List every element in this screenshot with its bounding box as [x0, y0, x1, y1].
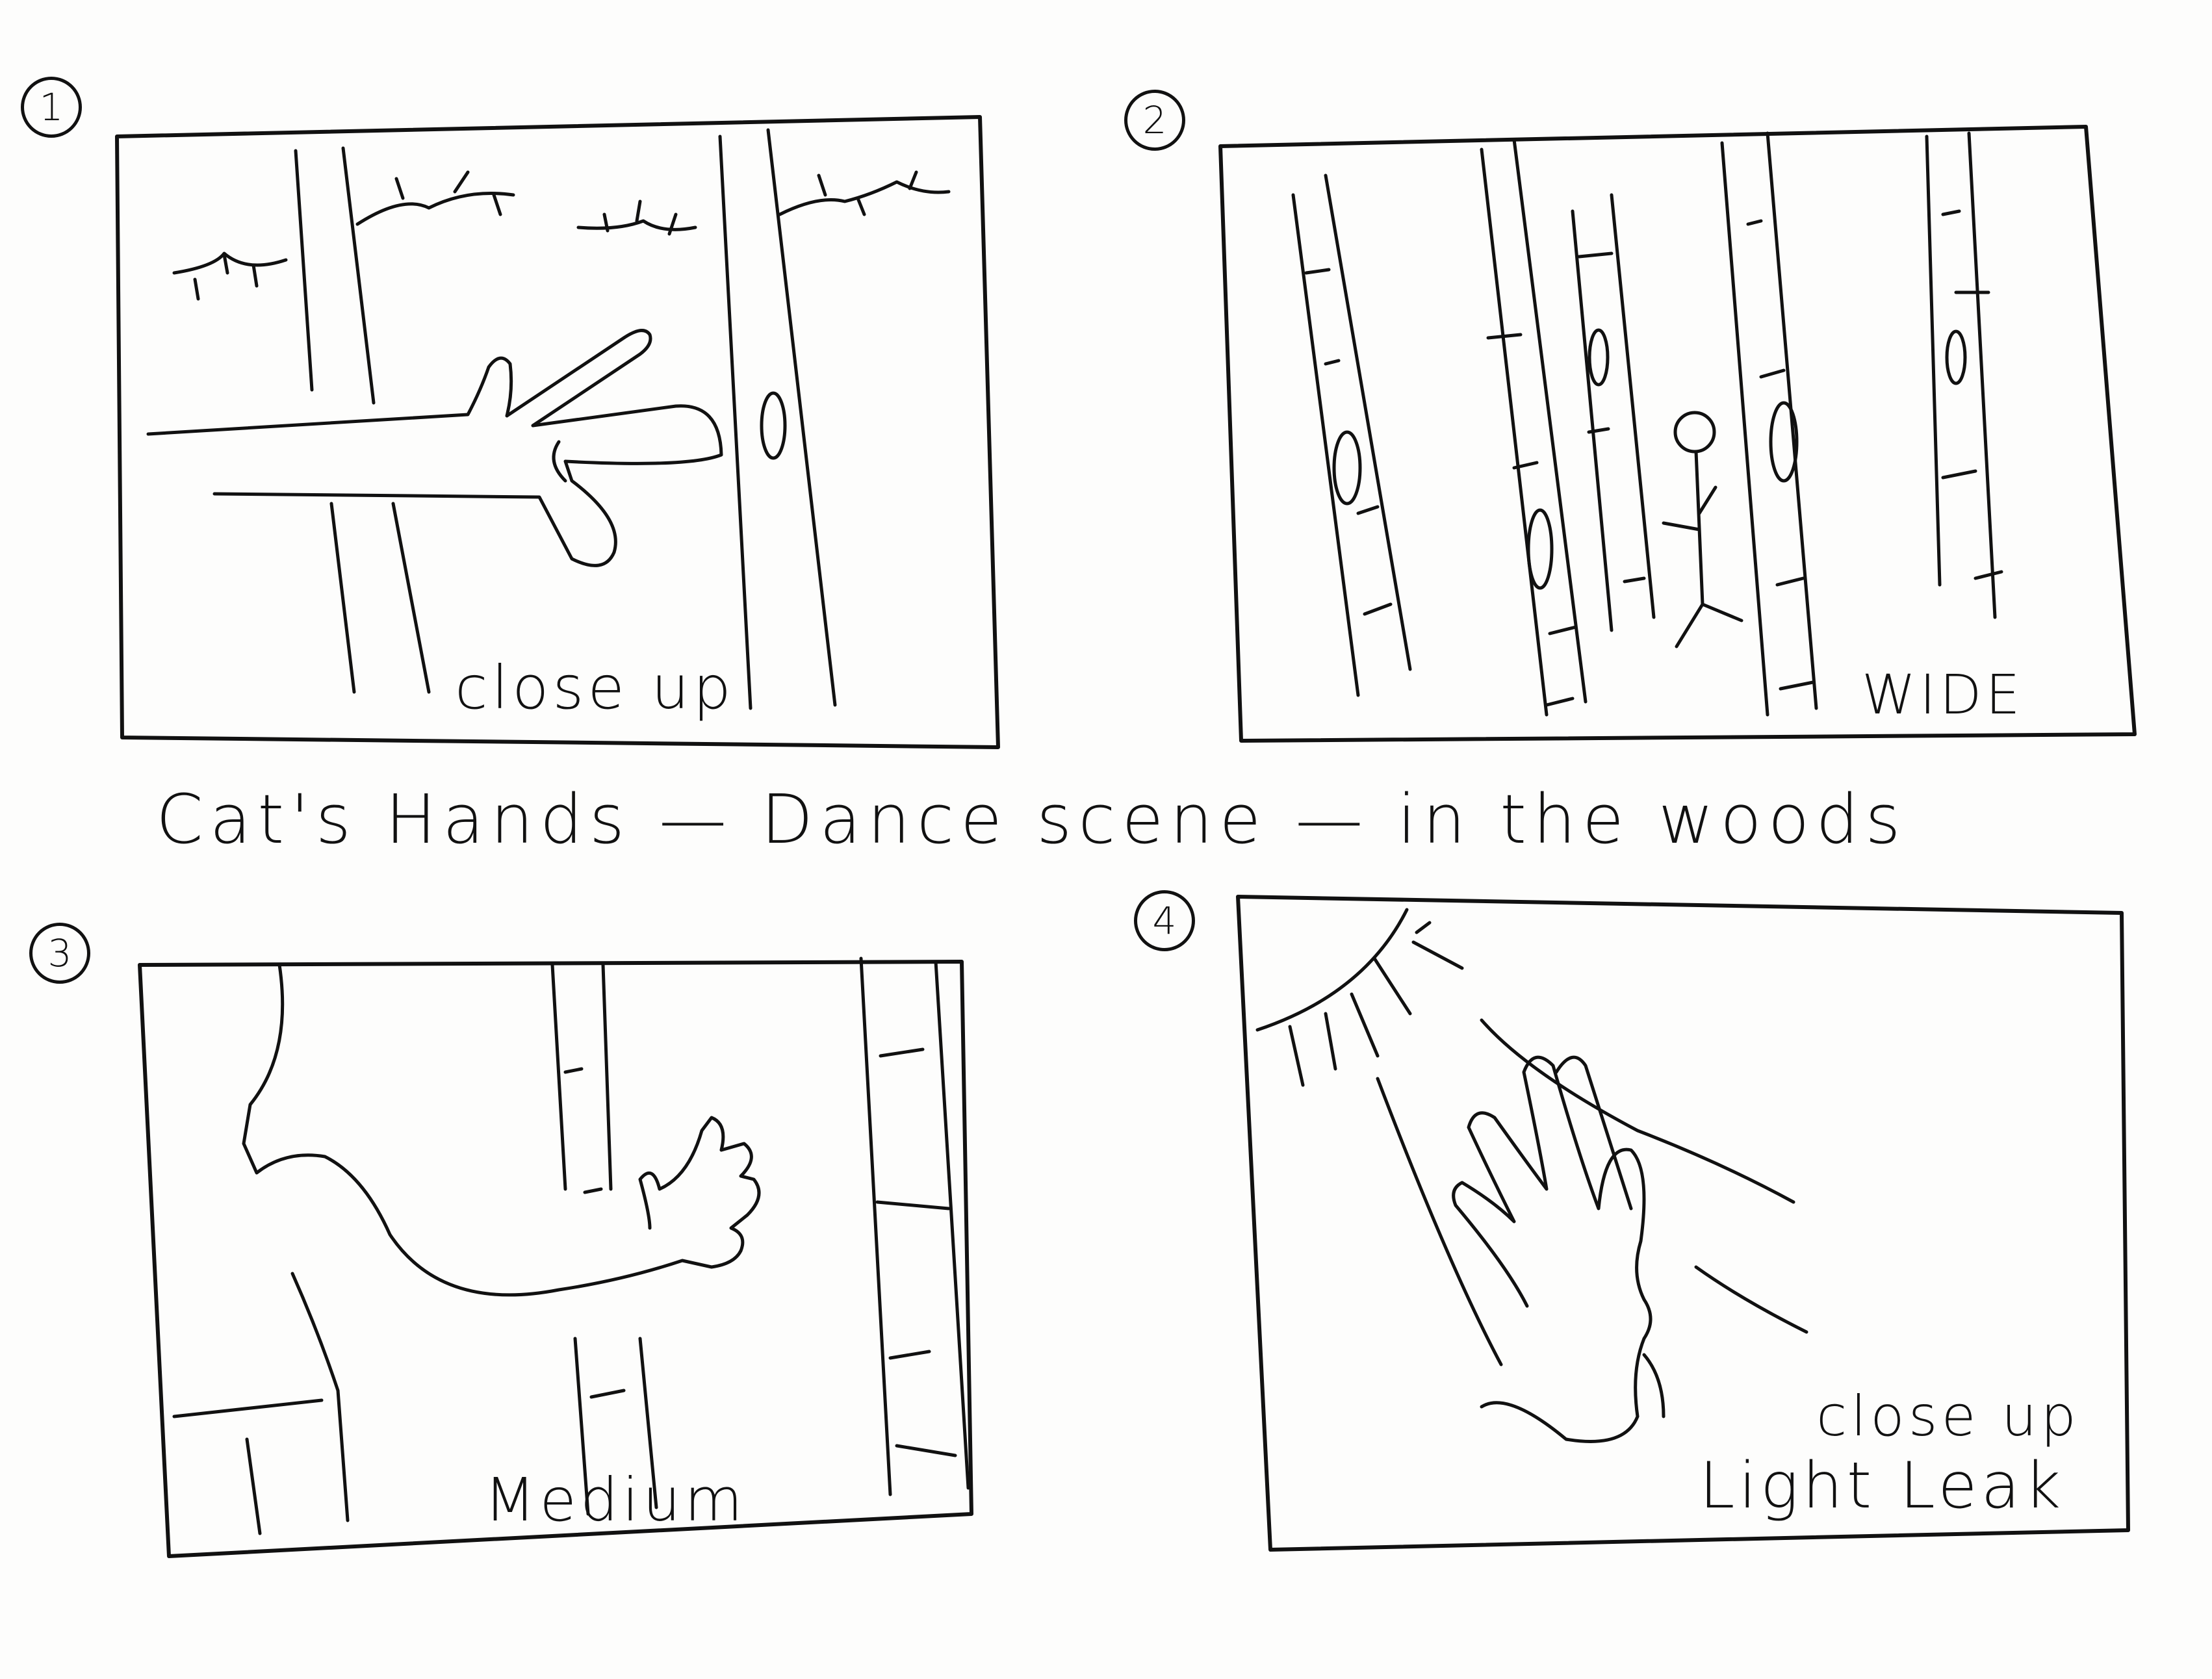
panel-2-sketch [1218, 125, 2137, 743]
panel-3-number: 3 [29, 923, 90, 984]
tree-trunk-icon [1571, 209, 1614, 632]
panel-2-frame [1218, 125, 2137, 743]
tree-trunk-icon [934, 960, 970, 1490]
tree-trunk-icon [294, 149, 314, 392]
panel-3-frame [138, 960, 973, 1558]
tree-trunk-icon [1512, 138, 1588, 704]
panel-4-shot-label: close up [1816, 1384, 2080, 1449]
tree-trunk-icon [718, 135, 752, 710]
hand-icon [146, 329, 723, 567]
panel-2-shot-label: WIDE [1862, 663, 2024, 726]
panel-4-frame [1236, 895, 2130, 1552]
tree-trunk-icon [859, 956, 892, 1496]
storyboard-title: Cat's Hands — Dance scene — in the woods [156, 780, 1907, 859]
tree-trunk-icon [1324, 173, 1412, 671]
panel-3-shot-label: Medium [484, 1465, 747, 1535]
body-silhouette [242, 963, 743, 1297]
panel-1-number: 1 [21, 77, 82, 138]
panel-4-note-label: Light Leak [1699, 1449, 2065, 1523]
panel-4-number: 4 [1134, 890, 1195, 951]
tree-trunk-icon [1610, 193, 1656, 619]
panel-1-sketch [115, 115, 1000, 749]
panel-1-shot-label: close up [455, 653, 735, 723]
tree-trunk-icon [341, 146, 376, 405]
stick-figure-icon [1662, 411, 1743, 648]
sun-icon [1255, 908, 1464, 1087]
tree-trunk-icon [1925, 135, 1942, 587]
panel-4-sketch [1236, 895, 2130, 1552]
tree-trunk-icon [1480, 147, 1549, 717]
panel-1-frame [115, 115, 1000, 749]
tree-trunk-icon [550, 963, 567, 1191]
tree-trunk-icon [1720, 141, 1769, 717]
tree-trunk-icon [601, 963, 613, 1191]
tree-trunk-icon [1766, 131, 1818, 710]
tree-trunk-icon [1967, 131, 1997, 619]
panel-2-number: 2 [1124, 90, 1185, 151]
tree-trunk-icon [766, 128, 837, 707]
tree-trunk-icon [1291, 193, 1360, 697]
panel-3-sketch [138, 956, 973, 1558]
hand-icon [1452, 1055, 1653, 1443]
